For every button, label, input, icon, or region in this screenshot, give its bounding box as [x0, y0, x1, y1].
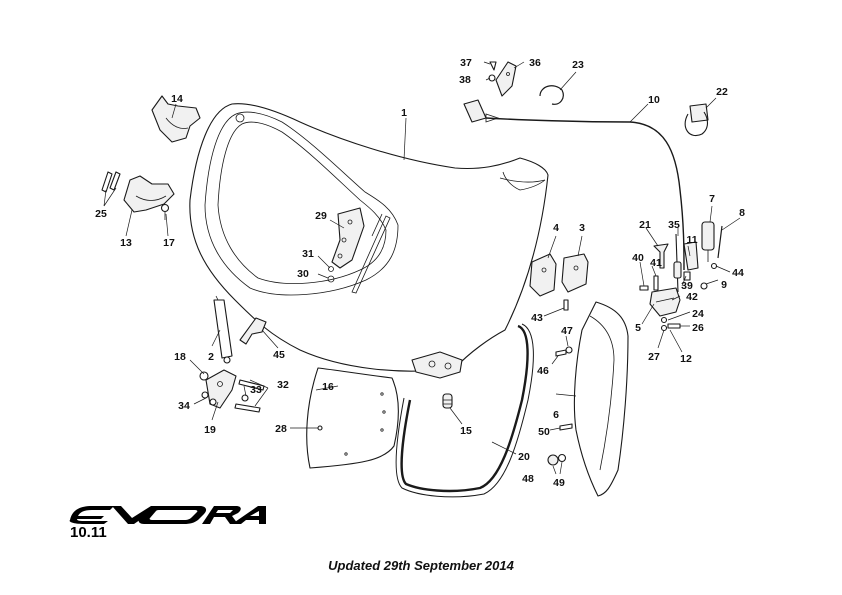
callout-46: 46: [537, 365, 549, 377]
evora-logo: [69, 506, 266, 524]
callout-23: 23: [572, 59, 584, 71]
hinge-14: [151, 95, 201, 143]
callout-24: 24: [692, 308, 704, 320]
callout-35: 35: [668, 219, 680, 231]
callout-18: 18: [174, 351, 186, 363]
callout-49: 49: [553, 477, 565, 489]
callout-20: 20: [518, 451, 530, 463]
screw-37: [489, 61, 497, 71]
callout-30: 30: [297, 268, 309, 280]
callout-13: 13: [120, 237, 132, 249]
callout-labels: 1 2 3 4 5 6 7 8 9 10 11 12 13 14 15 16 1…: [95, 57, 745, 489]
pin-8: [717, 225, 723, 259]
callout-45: 45: [273, 349, 285, 361]
footer-update-date: Updated 29th September 2014: [328, 558, 514, 573]
glass-bracket-29: [327, 207, 365, 283]
screw-43: [563, 299, 569, 311]
tailgate-lower-mount: [411, 351, 463, 379]
callout-28: 28: [275, 423, 287, 435]
callout-9: 9: [721, 279, 727, 291]
callout-10: 10: [648, 94, 660, 106]
washer-38: [488, 74, 496, 82]
washers-34: [201, 391, 217, 406]
callout-7: 7: [709, 193, 715, 205]
gas-strut-2: [213, 295, 233, 364]
callout-26: 26: [692, 322, 704, 334]
bump-stop-15: [442, 393, 453, 409]
callout-2: 2: [208, 351, 214, 363]
bolt-46: [555, 349, 567, 357]
callout-1: 1: [401, 107, 407, 119]
callout-15: 15: [460, 425, 472, 437]
callout-37: 37: [460, 57, 472, 69]
callout-33: 33: [250, 384, 262, 396]
inner-panel-16: [306, 367, 399, 469]
cable-tie-22: [684, 103, 709, 136]
cover-4: [529, 253, 557, 297]
callout-6: 6: [553, 409, 559, 421]
callout-40: 40: [632, 252, 644, 264]
seal-20: [395, 323, 534, 498]
screw-50: [559, 423, 573, 431]
callout-36: 36: [529, 57, 541, 69]
release-handle: [463, 99, 487, 123]
callout-32: 32: [277, 379, 289, 391]
callout-12: 12: [680, 353, 692, 365]
callout-50: 50: [538, 426, 550, 438]
callout-21: 21: [639, 219, 651, 231]
screw-44: [710, 262, 718, 270]
callout-19: 19: [204, 424, 216, 436]
callout-25: 25: [95, 208, 107, 220]
clip-23: [539, 85, 564, 105]
bolt-17: [160, 203, 170, 220]
callout-3: 3: [579, 222, 585, 234]
rod-35: [673, 233, 682, 293]
bracket-11: [683, 241, 699, 271]
callout-29: 29: [315, 210, 327, 222]
cover-3: [561, 253, 589, 293]
bolts-32-33: [234, 379, 265, 413]
callout-47: 47: [561, 325, 573, 337]
callout-5: 5: [635, 322, 641, 334]
nut-48: [547, 454, 559, 466]
callout-44: 44: [732, 267, 744, 279]
callout-22: 22: [716, 86, 728, 98]
callout-39: 39: [681, 280, 693, 292]
latch-assembly: [649, 287, 681, 317]
callout-43: 43: [531, 312, 543, 324]
cable-end-9: [700, 282, 708, 290]
washer-47: [565, 346, 573, 354]
washer-18: [199, 371, 209, 381]
trim-panel-6: [573, 301, 629, 497]
clip-28: [317, 425, 323, 431]
leader-lines: [103, 61, 741, 475]
callout-8: 8: [739, 207, 745, 219]
handle-bracket-36: [495, 61, 517, 97]
actuator-7: [701, 221, 715, 262]
callout-14: 14: [171, 93, 183, 105]
callout-42: 42: [686, 291, 698, 303]
callout-31: 31: [302, 248, 314, 260]
hinge-13: [123, 175, 175, 213]
callout-17: 17: [163, 237, 175, 249]
callout-38: 38: [459, 74, 471, 86]
callout-27: 27: [648, 351, 660, 363]
button-21: [653, 243, 669, 269]
callout-11: 11: [686, 234, 697, 246]
screws-40-41: [639, 275, 659, 291]
section-number: 10.11: [70, 524, 107, 541]
callout-48: 48: [522, 473, 534, 485]
washer-49: [557, 453, 567, 463]
callout-41: 41: [650, 257, 662, 269]
bracket-45: [239, 317, 267, 345]
small-parts-24-26-27: [660, 316, 681, 332]
shims-25: [101, 171, 121, 193]
callout-34: 34: [178, 400, 190, 412]
tailgate-panel: [189, 103, 549, 372]
callout-16: 16: [322, 381, 334, 393]
callout-4: 4: [553, 222, 559, 234]
